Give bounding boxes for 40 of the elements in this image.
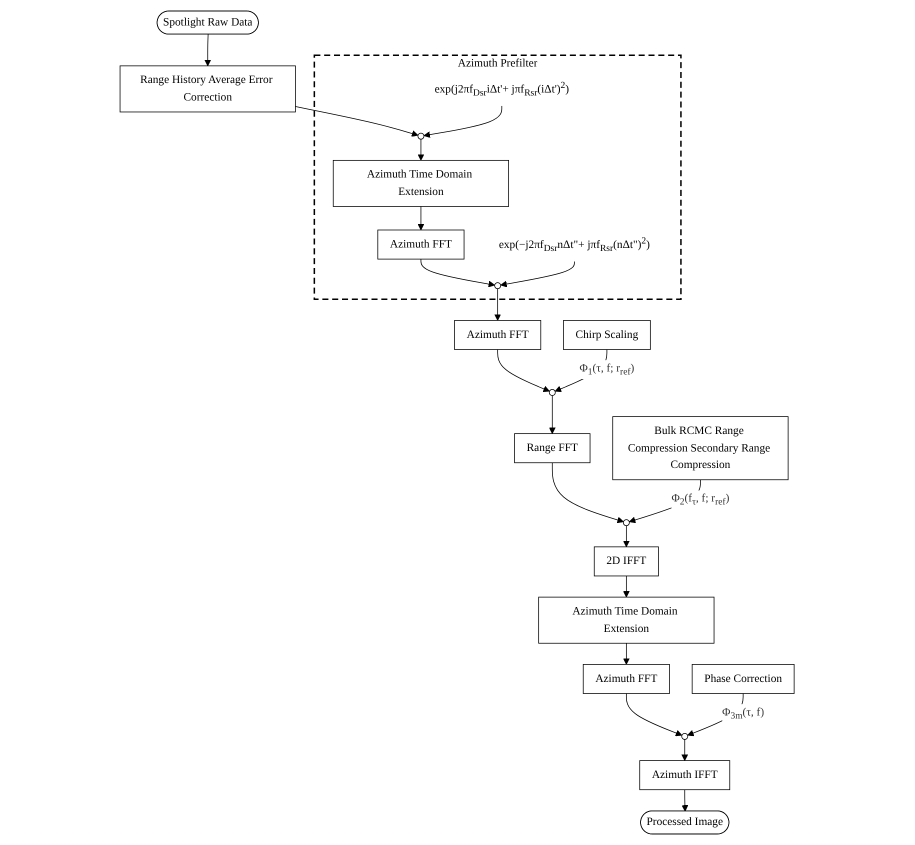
arrow (418, 206, 425, 230)
arrow (549, 395, 556, 434)
cluster (314, 54, 682, 300)
node-box (120, 65, 296, 112)
arrow (682, 739, 688, 761)
node-text: exp(j2πf$_{Dsr}$iΔt'+ jπf$_{Rsr}$(iΔt')$^{2}$) (434, 80, 570, 98)
arrow (552, 462, 624, 524)
node-circle (549, 389, 556, 396)
arrow (626, 693, 683, 736)
arrow (623, 642, 630, 665)
arrow (682, 789, 689, 812)
arrow (204, 34, 212, 66)
arrow (418, 138, 425, 161)
arrow (500, 261, 576, 288)
arrow (623, 576, 630, 598)
arrow (498, 349, 550, 392)
node-box (378, 230, 465, 260)
edge-label: Φ$_{3m}$(τ, f) (722, 706, 765, 721)
node-box (538, 596, 715, 644)
node-circle (682, 733, 689, 740)
node-box (583, 664, 670, 694)
arrow (420, 258, 496, 288)
node-box (564, 320, 652, 350)
edge-label: Φ$_{2}$(f$_{τ}$, f; r$_{ref}$) (672, 492, 730, 507)
node-box (594, 546, 660, 576)
node-box (640, 760, 731, 790)
arrow (424, 105, 503, 138)
node-circle (623, 519, 630, 526)
node-circle (494, 282, 502, 290)
node-box (612, 416, 789, 480)
arrow (295, 106, 419, 137)
node-circle (418, 132, 425, 140)
edge-label: Φ$_{1}$(τ, f; r$_{ref}$) (580, 362, 635, 377)
arrow (623, 525, 630, 548)
node-box (333, 160, 510, 207)
arrow (494, 288, 502, 321)
node-box (692, 664, 795, 694)
node-box (454, 320, 542, 350)
node-text: exp(−j2πf$_{Dsr}$nΔt"+ jπf$_{Rsr}$(nΔt")$^{2}$) (499, 235, 650, 254)
node-box (514, 433, 591, 464)
